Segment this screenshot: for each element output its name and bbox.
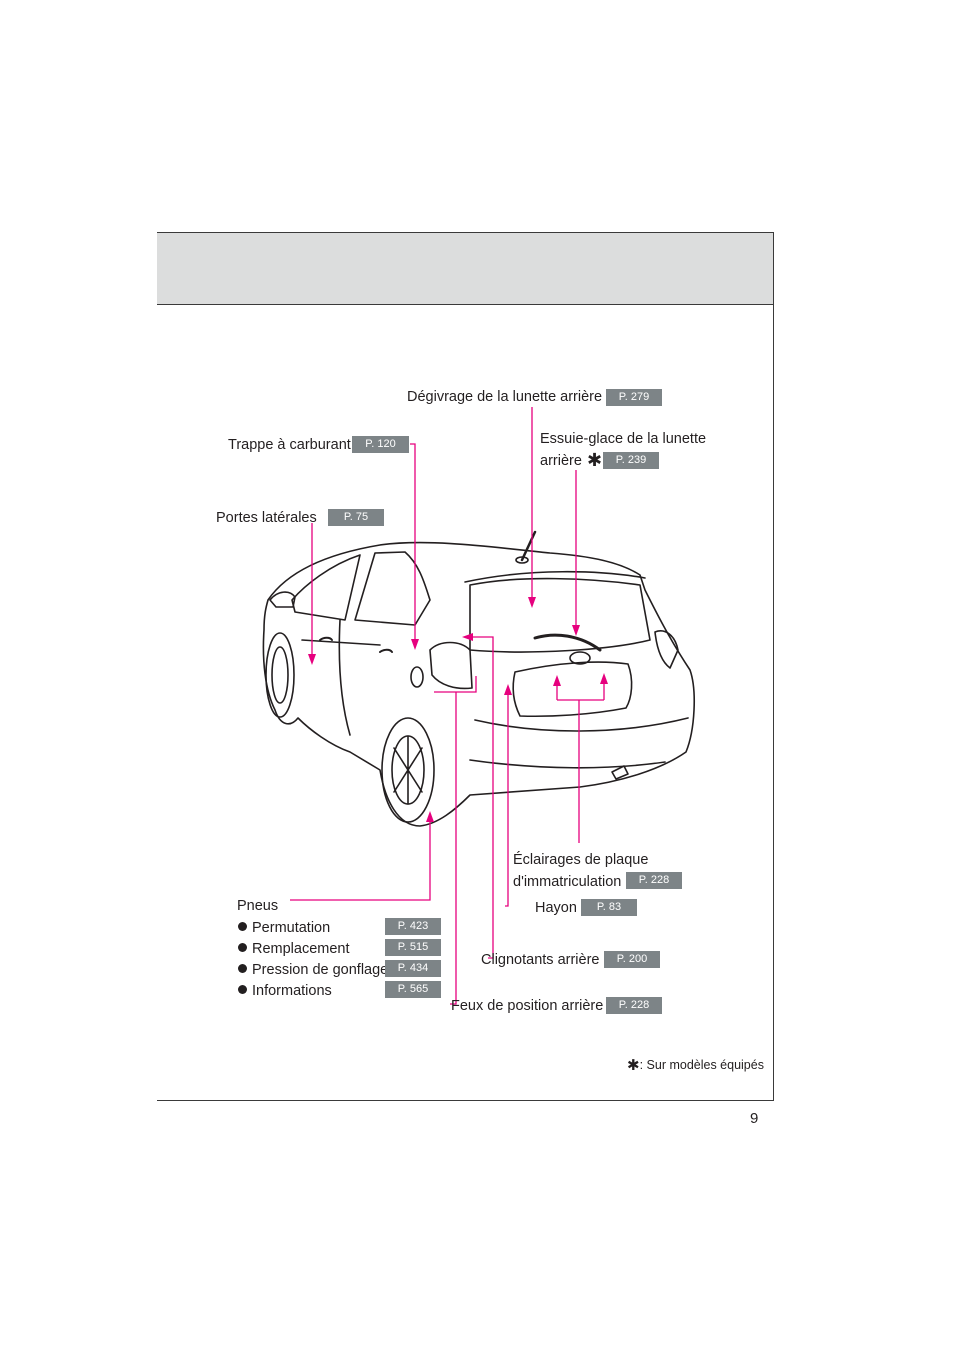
tires-item-information: Informations: [238, 982, 332, 1000]
left-taillight: [429, 641, 473, 690]
leader-lines: [290, 407, 605, 1005]
hatch-label: Hayon: [535, 900, 577, 916]
leader-hatch: [505, 694, 509, 907]
side-doors-label: Portes latérales: [216, 510, 317, 526]
tires-replacement-page-ref[interactable]: P. 515: [385, 939, 441, 956]
right-taillight: [654, 630, 679, 669]
license-lights-page-ref[interactable]: P. 228: [626, 872, 682, 889]
bullet-icon: [238, 985, 247, 994]
rear-side-window: [354, 551, 431, 626]
rear-wiper-label-line2: arrière: [540, 453, 582, 469]
frame-bottom-rule: [157, 1100, 774, 1101]
emblem: [569, 651, 591, 665]
license-plate-recess: [512, 661, 633, 718]
rear-window: [469, 577, 651, 653]
tires-item-pressure: Pression de gonflage: [238, 961, 388, 979]
bullet-icon: [238, 922, 247, 931]
fuel-door: [410, 666, 424, 688]
leader-arrowheads: [308, 597, 608, 822]
rear-turn-signals-label: Clignotants arrière: [481, 952, 600, 968]
rear-wiper-label-line1: Essuie-glace de la lunette: [540, 431, 707, 447]
tires-item-replacement: Remplacement: [238, 940, 350, 958]
rear-wiper-page-ref[interactable]: P. 239: [603, 452, 659, 469]
license-lights-label-line1: Éclairages de plaque: [513, 852, 649, 868]
leader-license-lights: [556, 683, 605, 843]
leader-tail-lights: [434, 676, 477, 1005]
license-lights-label-line2: d'immatriculation: [513, 874, 622, 890]
front-side-window: [291, 554, 361, 621]
tires-rotation-page-ref[interactable]: P. 423: [385, 918, 441, 935]
tires-label: Pneus: [237, 898, 279, 914]
frame-right-rule: [773, 232, 774, 1101]
tail-lights-label: Feux de position arrière: [451, 998, 604, 1014]
fuel-door-page-ref[interactable]: P. 120: [352, 436, 409, 453]
front-wheel: [265, 632, 295, 718]
tires-pressure-page-ref[interactable]: P. 434: [385, 960, 441, 977]
equipped-asterisk-icon: ✱: [587, 450, 603, 470]
hatch-page-ref[interactable]: P. 83: [581, 899, 637, 916]
bullet-icon: [238, 964, 247, 973]
rear-turn-signals-page-ref[interactable]: P. 200: [604, 951, 660, 968]
tail-lights-page-ref[interactable]: P. 228: [606, 997, 662, 1014]
defrost-label: Dégivrage de la lunette arrière: [407, 389, 603, 405]
tires-item-rotation: Permutation: [238, 919, 330, 937]
defrost-page-ref[interactable]: P. 279: [606, 389, 662, 406]
header-band: [157, 232, 773, 305]
footnote-asterisk-icon: ✱: [627, 1057, 640, 1074]
roof-spoiler: [464, 570, 646, 583]
footnote: ✱: Sur modèles équipés: [627, 1056, 764, 1074]
antenna: [520, 530, 537, 562]
leader-fuel-door: [410, 443, 416, 640]
bullet-icon: [238, 943, 247, 952]
footnote-text: : Sur modèles équipés: [639, 1058, 764, 1072]
car-body-outline: [262, 541, 696, 827]
wiper-arm: [533, 633, 602, 652]
side-mirror: [269, 591, 296, 608]
tires-information-page-ref[interactable]: P. 565: [385, 981, 441, 998]
fuel-door-label: Trappe à carburant: [228, 437, 351, 453]
rear-wheel: [381, 717, 435, 823]
rear-bumper: [474, 717, 689, 732]
page-number: 9: [750, 1110, 759, 1127]
side-doors-page-ref[interactable]: P. 75: [328, 509, 384, 526]
leader-turn-signals: [470, 636, 494, 959]
leader-tires: [290, 820, 431, 901]
